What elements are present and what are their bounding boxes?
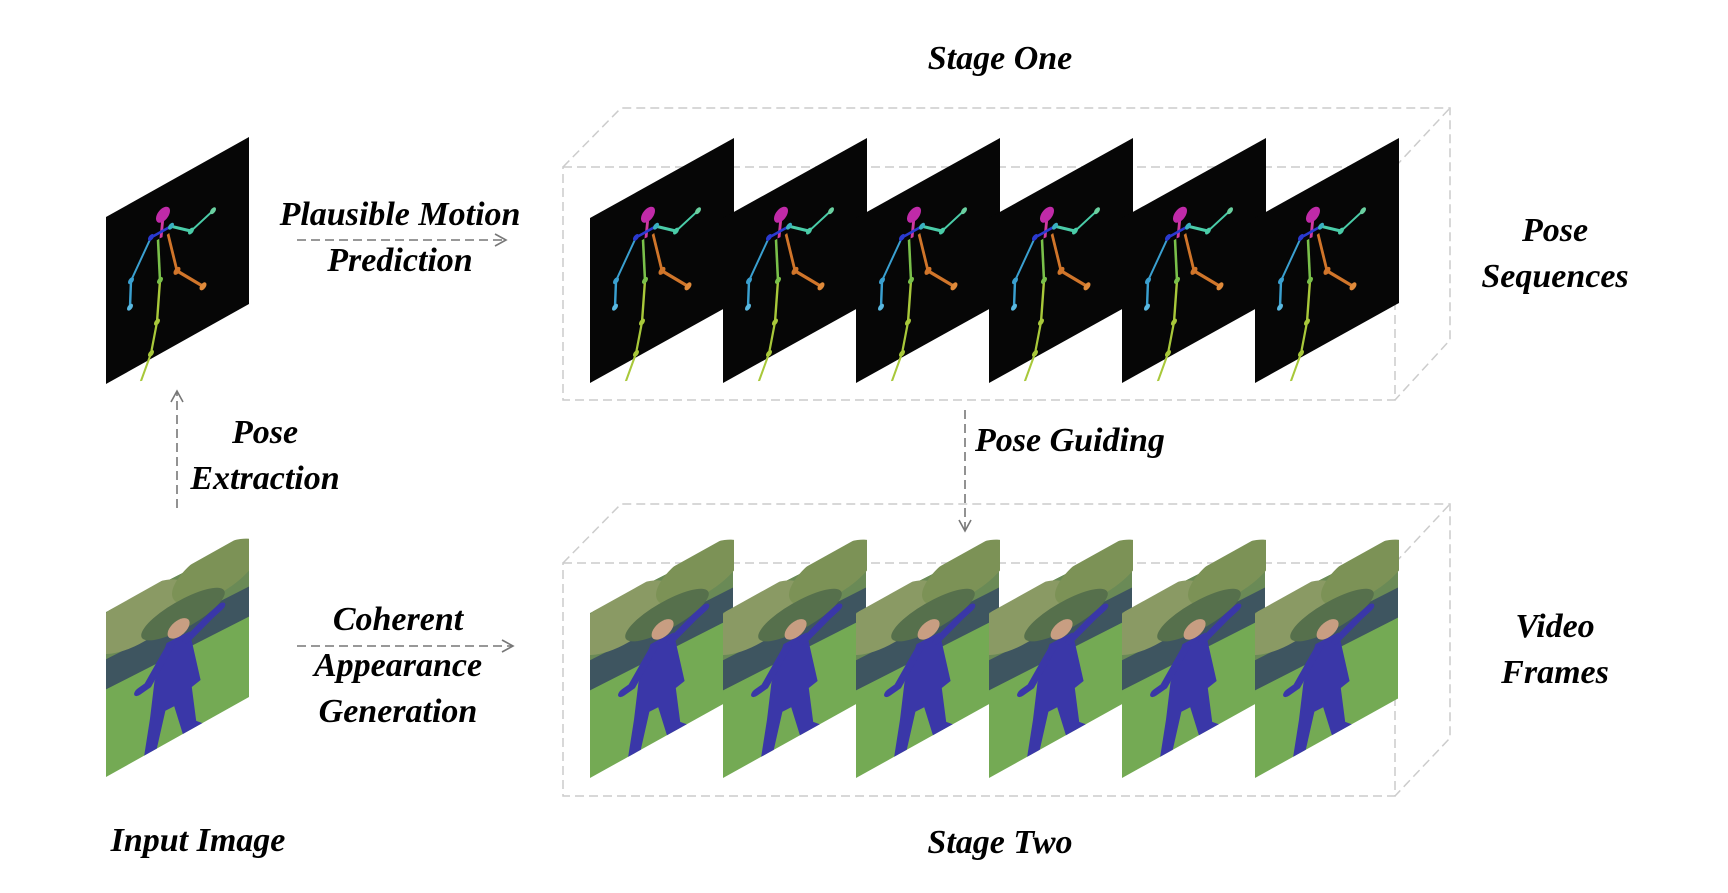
video-frames-label: Video Frames [1455, 604, 1655, 696]
pose-frame [1122, 138, 1266, 391]
pose-guiding-label: Pose Guiding [975, 422, 1165, 459]
pose-sequences-label: Pose Sequences [1455, 208, 1655, 300]
coherent-appearance-line-1: Coherent [332, 601, 464, 638]
pose-frame [723, 138, 867, 391]
pose-extraction-line-1: Pose [231, 414, 299, 451]
extracted-pose-panel [106, 137, 249, 391]
pose-extraction-label: Pose Extraction [160, 410, 370, 502]
pose-sequences-line-2: Sequences [1481, 258, 1629, 295]
coherent-appearance-line-2: Appearance [313, 647, 483, 684]
pose-frame [989, 138, 1133, 391]
video-frame-sequence [574, 526, 1410, 819]
video-frames-line-2: Frames [1501, 654, 1609, 691]
stage-one-box [562, 107, 1451, 401]
stage-one-title: Stage One [927, 40, 1073, 77]
plausible-motion-label: Plausible Motion Prediction [258, 192, 542, 284]
pose-sequences-line-1: Pose [1521, 212, 1589, 249]
pose-frame [1255, 138, 1399, 391]
input-image-label: Input Image [110, 822, 286, 859]
coherent-appearance-line-3: Generation [318, 693, 478, 730]
video-frame [574, 526, 745, 819]
plausible-motion-line-1: Plausible Motion [279, 196, 521, 233]
pose-sequence-frames [590, 138, 1399, 391]
pose-extraction-line-2: Extraction [190, 460, 340, 497]
plausible-motion-line-2: Prediction [327, 242, 473, 279]
stage-two-box [562, 503, 1451, 797]
stage-two-title: Stage Two [927, 824, 1073, 861]
pose-frame [590, 138, 734, 391]
video-frames-line-1: Video [1515, 608, 1595, 645]
input-image-panel [90, 525, 261, 818]
coherent-appearance-label: Coherent Appearance Generation [268, 597, 528, 735]
pose-frame [856, 138, 1000, 391]
